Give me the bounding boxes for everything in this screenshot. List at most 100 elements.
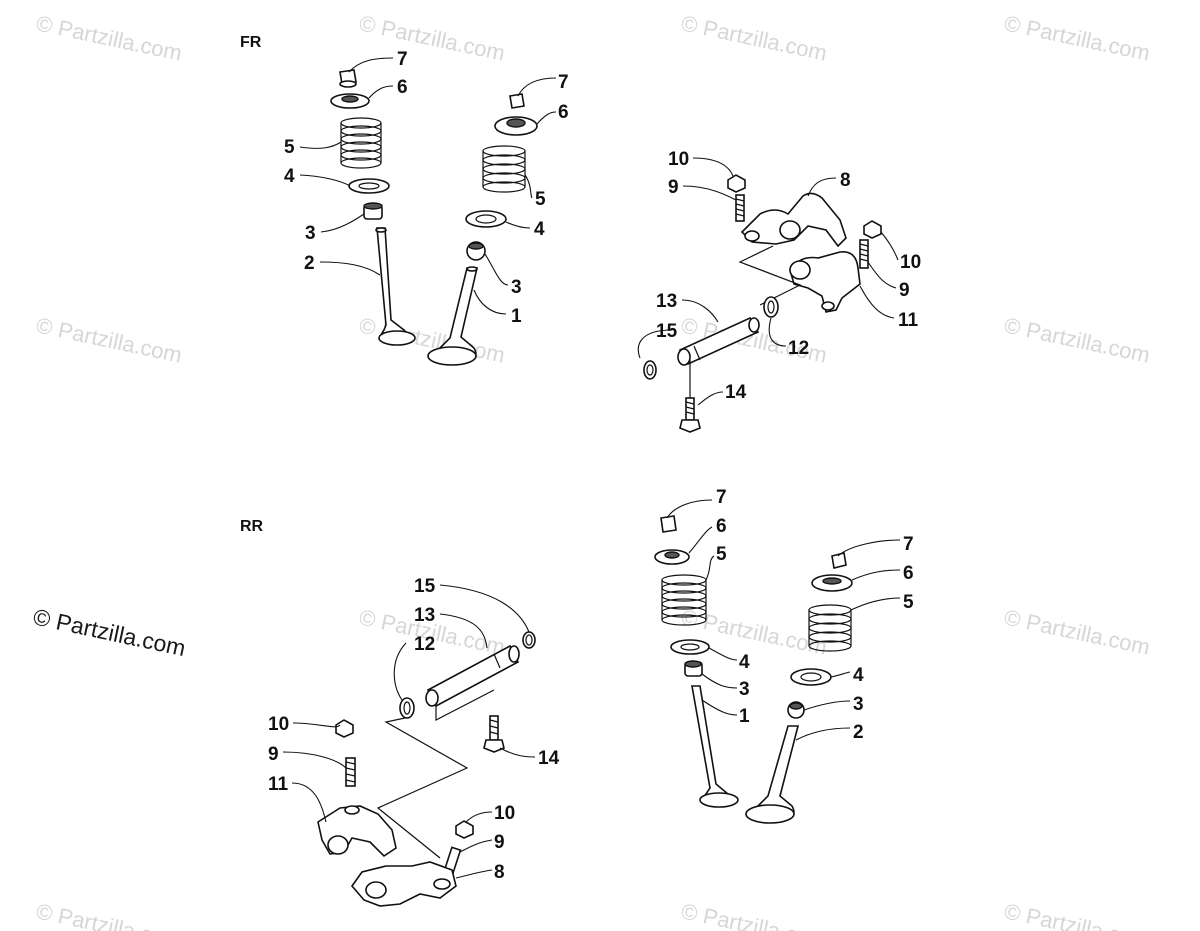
watermark: © Partzilla.com (34, 10, 184, 65)
callout-12: 12 (414, 634, 435, 655)
rear-rocker-callouts: 15 13 12 14 10 9 11 10 9 8 (268, 576, 560, 883)
callout-6: 6 (903, 563, 914, 584)
callout-9: 9 (268, 744, 279, 765)
section-label-front: FR (240, 34, 262, 51)
lock-nut (455, 820, 474, 839)
callout-11: 11 (268, 774, 289, 795)
callout-5: 5 (716, 544, 727, 565)
spring-seat-washer (465, 210, 507, 228)
valve-spring (808, 604, 852, 652)
watermark: © Partzilla.com (34, 312, 184, 367)
valve-spring (482, 145, 526, 193)
o-ring (643, 360, 657, 380)
valve-spring (340, 117, 382, 169)
valve-keeper (339, 69, 357, 88)
callout-7: 7 (558, 72, 569, 93)
rocker-arm-upper (740, 192, 847, 248)
callout-10: 10 (494, 803, 515, 824)
rear-rocker-assembly (317, 631, 536, 907)
callout-7: 7 (397, 49, 408, 70)
watermark: © Partzilla.com (679, 898, 829, 931)
callout-10: 10 (900, 252, 921, 273)
callout-5: 5 (535, 189, 546, 210)
valve-spring-retainer (811, 574, 853, 592)
front-rocker-callouts: 10 9 8 10 9 11 13 15 12 14 (637, 149, 921, 406)
valve-spring-retainer (654, 549, 690, 565)
intake-valve (691, 685, 739, 808)
spring-seat-washer (670, 639, 710, 655)
callout-15: 15 (656, 321, 678, 342)
spring-seat-washer (790, 668, 832, 686)
shaft-bolt (483, 715, 505, 753)
adjusting-screw (345, 757, 356, 787)
callout-8: 8 (494, 862, 505, 883)
rocker-arm-lower (789, 251, 861, 313)
watermark: © Partzilla.com (1002, 898, 1152, 931)
callout-3: 3 (511, 277, 522, 298)
callout-2: 2 (853, 722, 864, 743)
watermark: © Partzilla.com (34, 898, 184, 931)
callout-1: 1 (739, 706, 750, 727)
callout-9: 9 (899, 280, 910, 301)
callout-7: 7 (903, 534, 914, 555)
lock-nut (335, 719, 354, 738)
watermark-layer: © Partzilla.com © Partzilla.com © Partzi… (31, 10, 1152, 931)
callout-3: 3 (305, 223, 316, 244)
valve-spring-retainer (330, 93, 370, 109)
callout-5: 5 (284, 137, 295, 158)
spring-seat-washer (348, 178, 390, 194)
rear-valve-callouts: 7 6 5 4 3 1 7 6 5 4 3 2 (666, 487, 914, 743)
callout-9: 9 (494, 832, 505, 853)
callout-14: 14 (725, 382, 747, 403)
watermark: © Partzilla.com (1002, 10, 1152, 65)
front-valve-callouts: 7 6 5 4 3 2 7 6 5 4 3 1 (284, 49, 569, 327)
rocker-arm (317, 805, 397, 858)
valve-stem-seal (363, 202, 383, 220)
lock-nut (863, 220, 882, 239)
o-ring (399, 697, 415, 719)
watermark-primary: © Partzilla.com (31, 603, 188, 661)
callout-4: 4 (853, 665, 864, 686)
lock-nut (727, 174, 746, 193)
front-valve-assembly (330, 69, 538, 366)
valve-stem-seal (684, 660, 703, 677)
callout-3: 3 (739, 679, 750, 700)
callout-8: 8 (840, 170, 851, 191)
callout-13: 13 (414, 605, 435, 626)
adjusting-screw (735, 194, 745, 222)
rocker-shaft (425, 644, 520, 708)
shaft-bolt (679, 397, 701, 433)
callout-5: 5 (903, 592, 914, 613)
watermark: © Partzilla.com (357, 10, 507, 65)
callout-6: 6 (558, 102, 569, 123)
valve-spring-retainer (494, 116, 538, 136)
valve-spring (661, 574, 707, 626)
section-label-rear: RR (240, 518, 264, 535)
valve-keeper (509, 93, 525, 109)
assembly-line (376, 717, 469, 859)
exhaust-valve (375, 227, 416, 346)
callout-10: 10 (268, 714, 289, 735)
assembly-line (738, 245, 802, 306)
rocker-shaft (677, 316, 760, 366)
assembly-line (435, 689, 495, 721)
exhaust-valve (745, 725, 800, 824)
callout-6: 6 (716, 516, 727, 537)
callout-4: 4 (284, 166, 295, 187)
callout-2: 2 (304, 253, 315, 274)
watermark: © Partzilla.com (1002, 312, 1152, 367)
valve-stem-seal (466, 241, 486, 261)
callout-1: 1 (511, 306, 522, 327)
callout-3: 3 (853, 694, 864, 715)
rocker-arm (350, 861, 457, 907)
callout-15: 15 (414, 576, 436, 597)
valve-keeper (660, 515, 677, 533)
valve-stem-seal (787, 701, 805, 719)
adjusting-screw (859, 239, 869, 269)
watermark: © Partzilla.com (679, 10, 829, 65)
callout-4: 4 (534, 219, 545, 240)
callout-12: 12 (788, 338, 809, 359)
callout-9: 9 (668, 177, 679, 198)
